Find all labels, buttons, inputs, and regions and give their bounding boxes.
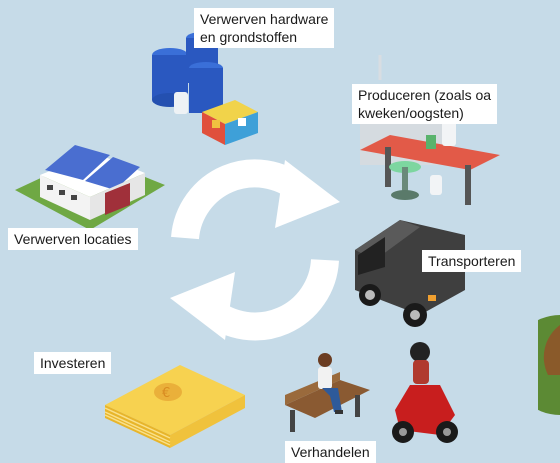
label-hardware-line-2: en grondstoffen — [200, 29, 298, 45]
warehouse-icon — [15, 145, 165, 230]
label-transporteren: Transporteren — [422, 250, 522, 272]
label-hardware: Verwerven hardware en grondstoffen — [194, 8, 335, 48]
lab-table-icon — [360, 55, 500, 205]
label-verhandelen: Verhandelen — [285, 441, 376, 463]
label-investeren: Investeren — [34, 352, 112, 374]
person-on-bench-icon — [285, 353, 370, 432]
van-icon — [355, 220, 465, 327]
motor-scooter-icon — [392, 342, 458, 443]
label-produceren-line-2: kweken/oogsten) — [358, 105, 464, 121]
label-hardware-line-1: Verwerven hardware — [200, 11, 329, 27]
label-locaties: Verwerven locaties — [8, 228, 138, 250]
label-produceren-line-1: Produceren (zoals oa — [358, 87, 492, 103]
globe-edge-icon — [538, 315, 560, 415]
svg-text:€: € — [162, 386, 170, 401]
euro-banknotes-icon: € — [104, 365, 245, 448]
label-produceren: Produceren (zoals oa kweken/oogsten) — [352, 84, 498, 124]
recycle-arrows-icon — [170, 159, 340, 341]
